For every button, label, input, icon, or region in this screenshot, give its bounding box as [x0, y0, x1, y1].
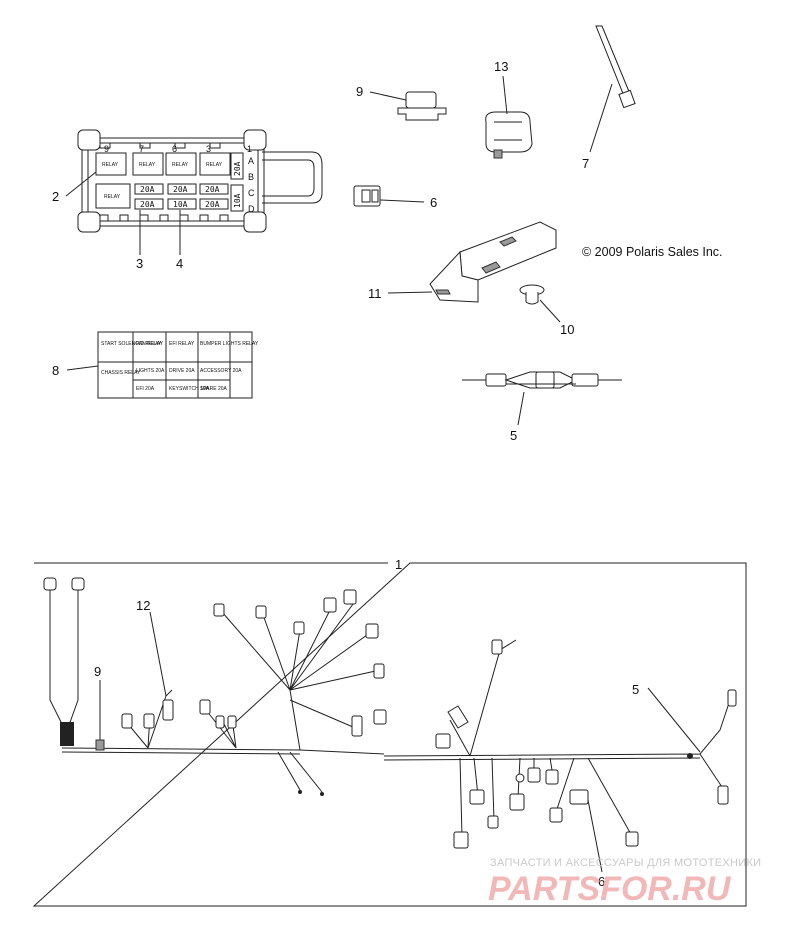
decal-cell-6: LIGHTS 20A: [136, 368, 165, 374]
relay-label-2: RELAY: [139, 162, 156, 168]
decal-cell-7: DRIVE 20A: [169, 368, 195, 374]
callout-13: 13: [494, 59, 508, 74]
fuse-label-2: 20A: [173, 185, 188, 194]
decal-cell-2: FAN RELAY: [136, 341, 164, 347]
main-harness-frame: [32, 562, 747, 907]
copyright-notice: © 2009 Polaris Sales Inc.: [582, 245, 723, 259]
main-harness-right: [383, 639, 737, 849]
item-9-connector-mount: [397, 91, 447, 121]
item-10-push-rivet: [519, 284, 545, 305]
callout-4: 4: [176, 256, 183, 271]
decal-cell-4: BUMPER LIGHTS RELAY: [200, 341, 259, 347]
relay-label-3: RELAY: [172, 162, 189, 168]
decal-cell-11: SPARE 20A: [200, 386, 228, 392]
callout-10: 10: [560, 322, 574, 337]
callout-5-bottom: 5: [632, 682, 639, 697]
callout-7: 7: [582, 156, 589, 171]
callout-9-top: 9: [356, 84, 363, 99]
decal-cell-8: ACCESSORY 20A: [200, 368, 242, 374]
fuse-label-3: 20A: [205, 185, 220, 194]
fuse-box-row-a: A: [248, 156, 254, 166]
fuse-box-row-b: B: [248, 172, 254, 182]
fuse-label-4: 20A: [140, 200, 155, 209]
relay-label-5: RELAY: [104, 194, 121, 200]
side-fuse-label-1: 20A: [233, 161, 242, 176]
watermark-logo: PARTSFOR.RU: [488, 870, 732, 908]
decal-cell-10: KEYSWITCH 10A: [169, 386, 210, 392]
callout-6-bottom: 6: [598, 874, 605, 889]
fuse-box-row-c: C: [248, 188, 255, 198]
callout-11: 11: [368, 286, 382, 301]
fuse-label-1: 20A: [140, 185, 155, 194]
side-fuse-label-2: 10A: [233, 193, 242, 208]
item-13-connector: [485, 111, 533, 159]
decal-cell-3: EFI RELAY: [169, 341, 195, 347]
callout-2: 2: [52, 189, 59, 204]
item-7-cable-tie: [595, 25, 636, 109]
item-6-connector: [353, 185, 381, 207]
callout-1: 1: [395, 557, 402, 572]
fuse-box-top-number-1: 9: [104, 144, 109, 154]
fuse-label-6: 20A: [205, 200, 220, 209]
relay-label-4: RELAY: [206, 162, 223, 168]
callout-8: 8: [52, 363, 59, 378]
fuse-label-decal: START SOLENOID RELAY FAN RELAY EFI RELAY…: [97, 331, 259, 399]
callout-6-top: 6: [430, 195, 437, 210]
main-harness-left: [43, 577, 387, 796]
callout-12: 12: [136, 598, 150, 613]
fuse-box-top-number-5: 1: [247, 144, 252, 154]
watermark-tagline: ЗАПЧАСТИ И АКСЕССУАРЫ ДЛЯ МОТОТЕХНИКИ: [490, 857, 761, 869]
item-5-harness-segment: [462, 371, 622, 389]
decal-cell-5: CHASSIS RELAY: [101, 370, 141, 376]
fuse-box-top-number-3: 6: [172, 144, 177, 154]
callout-5-top: 5: [510, 428, 517, 443]
decal-cell-1: START SOLENOID RELAY: [101, 341, 162, 347]
fuse-box: 9 7 6 3 1 A B C D RELAY RELAY RELAY RELA…: [77, 129, 323, 233]
relay-label-1: RELAY: [102, 162, 119, 168]
fuse-box-top-number-4: 3: [206, 144, 211, 154]
callout-3: 3: [136, 256, 143, 271]
item-11-bracket: [429, 221, 557, 303]
fuse-label-5: 10A: [173, 200, 188, 209]
decal-cell-9: EFI 20A: [136, 386, 155, 392]
fuse-box-top-number-2: 7: [139, 144, 144, 154]
callout-9-bottom: 9: [94, 664, 101, 679]
fuse-box-row-d: D: [248, 204, 255, 214]
